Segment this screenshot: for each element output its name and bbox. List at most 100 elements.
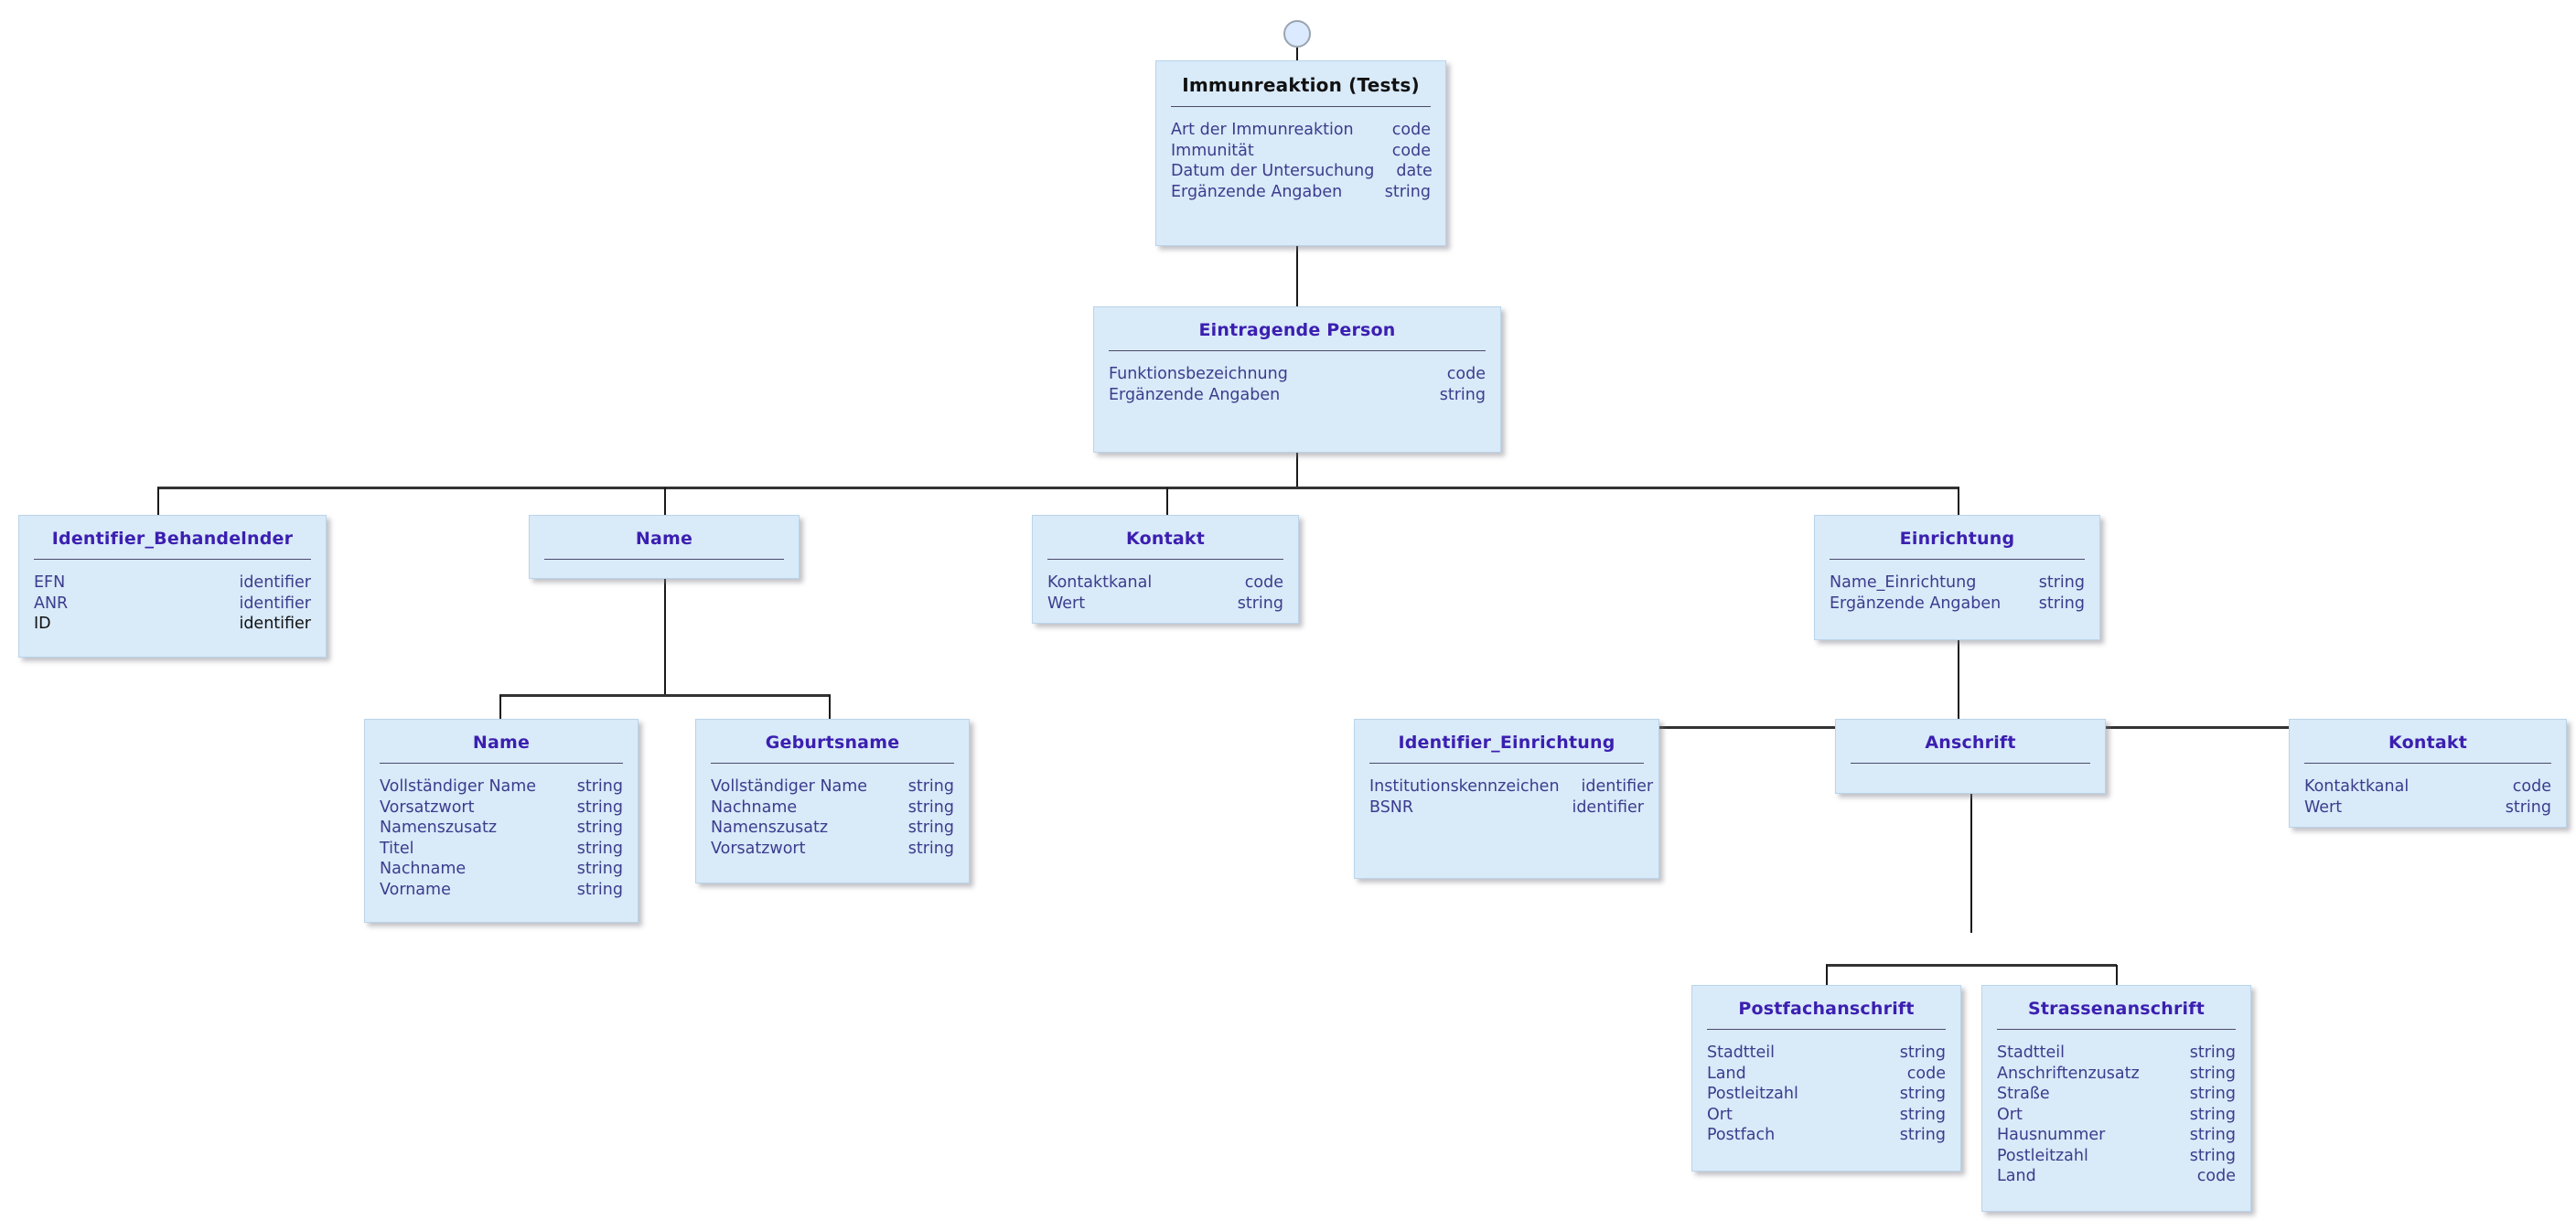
attribute-row: Ergänzende Angaben string (1109, 385, 1486, 406)
connector-drop-identifier-behandelnder (157, 487, 159, 517)
entity-node-name-parent[interactable]: Name (529, 515, 800, 579)
attribute-type: string (2189, 1126, 2236, 1144)
entity-title-postfachanschrift: Postfachanschrift (1738, 999, 1915, 1019)
attribute-name: Datum der Untersuchung (1171, 162, 1375, 180)
entity-title-name-child: Name (472, 733, 531, 753)
attribute-row: Postfach string (1707, 1125, 1946, 1146)
entity-title-einrichtung: Einrichtung (1899, 529, 2015, 549)
entity-node-identifier-behandelnder[interactable]: Identifier_Behandelnder EFN identifier A… (18, 515, 327, 658)
entity-node-immunreaktion[interactable]: Immunreaktion (Tests) Art der Immunreakt… (1155, 60, 1446, 246)
attribute-row: Ort string (1997, 1105, 2236, 1126)
attribute-type: string (2189, 1064, 2236, 1083)
attribute-type: string (907, 839, 954, 858)
attribute-type: string (1899, 1105, 1946, 1124)
entity-node-geburtsname[interactable]: Geburtsname Vollständiger Name string Na… (695, 719, 970, 883)
attribute-row: Ergänzende Angaben string (1830, 594, 2085, 615)
entity-title-divider (2304, 763, 2551, 764)
attribute-name: Vollständiger Name (380, 777, 537, 796)
attribute-row: Hausnummer string (1997, 1125, 2236, 1146)
attribute-row: Postleitzahl string (1997, 1146, 2236, 1167)
entity-title-identifier-einrichtung: Identifier_Einrichtung (1398, 733, 1615, 753)
entity-node-identifier-einrichtung[interactable]: Identifier_Einrichtung Institutionskennz… (1354, 719, 1659, 879)
entity-title-divider (380, 763, 623, 764)
entity-node-strassenanschrift[interactable]: Strassenanschrift Stadtteil string Ansch… (1981, 985, 2251, 1212)
attribute-name: Vorsatzwort (711, 839, 806, 858)
entity-title-divider (1830, 559, 2085, 560)
attribute-type: string (2505, 797, 2551, 817)
attribute-name: Land (1997, 1167, 2036, 1185)
attribute-row: Stadtteil string (1707, 1043, 1946, 1064)
connector-drop-strassenanschrift (2116, 965, 2118, 985)
entity-node-einrichtung[interactable]: Einrichtung Name_Einrichtung string Ergä… (1814, 515, 2100, 640)
attribute-type: string (576, 839, 623, 858)
entity-title-divider (544, 559, 784, 560)
entity-node-kontakt-einrichtung[interactable]: Kontakt Kontaktkanal code Wert string (2289, 719, 2567, 828)
attribute-row: Kontaktkanal code (1047, 573, 1283, 594)
entity-attributes-postfachanschrift: Stadtteil string Land code Postleitzahl … (1692, 1030, 1960, 1155)
attribute-type: identifier (239, 594, 311, 613)
attribute-name: Namenszusatz (711, 819, 829, 837)
attribute-type: string (576, 819, 623, 837)
entity-attributes-name-child: Vollständiger Name string Vorsatzwort st… (365, 764, 638, 909)
attribute-row: Vorsatzwort string (711, 839, 954, 860)
entity-title-divider (711, 763, 954, 764)
connector-drop-geburtsname (829, 695, 831, 720)
attribute-type: string (1899, 1085, 1946, 1103)
connector-nameparent-to-bus (664, 578, 666, 695)
attribute-name: BSNR (1369, 797, 1414, 817)
entity-attributes-kontakt-einrichtung: Kontaktkanal code Wert string (2290, 764, 2566, 827)
attribute-name: Namenszusatz (380, 819, 498, 837)
connector-drop-einrichtung (1958, 487, 1959, 517)
attribute-name: Vorname (380, 880, 451, 899)
connector-drop-name-parent (664, 487, 666, 517)
attribute-type: string (2038, 573, 2085, 592)
entity-title-kontakt-person: Kontakt (1126, 529, 1205, 549)
attribute-row: Vorsatzwort string (380, 797, 623, 819)
entity-attributes-identifier-behandelnder: EFN identifier ANR identifier ID identif… (19, 560, 326, 644)
entity-node-eintragende-person[interactable]: Eintragende Person Funktionsbezeichnung … (1093, 306, 1501, 453)
entity-node-anschrift[interactable]: Anschrift (1835, 719, 2106, 794)
attribute-type: date (1396, 162, 1433, 180)
attribute-type: identifier (239, 615, 311, 633)
attribute-row: Vorname string (380, 880, 623, 901)
attribute-row: Funktionsbezeichnung code (1109, 364, 1486, 385)
attribute-type: string (1439, 385, 1486, 404)
attribute-name: Hausnummer (1997, 1126, 2106, 1144)
entity-node-postfachanschrift[interactable]: Postfachanschrift Stadtteil string Land … (1691, 985, 1961, 1172)
attribute-name: EFN (34, 573, 66, 592)
attribute-name: Wert (1047, 594, 1086, 613)
attribute-name: Art der Immunreaktion (1171, 121, 1354, 139)
entity-attributes-immunreaktion: Art der Immunreaktion code Immunität cod… (1156, 107, 1445, 211)
attribute-type: string (907, 819, 954, 837)
entity-title-kontakt-einrichtung: Kontakt (2388, 733, 2467, 753)
attribute-row: Wert string (2304, 797, 2551, 819)
entity-title-identifier-behandelnder: Identifier_Behandelnder (51, 529, 294, 549)
attribute-row: ID identifier (34, 614, 311, 635)
attribute-name: Land (1707, 1064, 1746, 1083)
entity-attributes-einrichtung: Name_Einrichtung string Ergänzende Angab… (1815, 560, 2099, 623)
connector-anschrift-to-bus (1970, 794, 1972, 933)
attribute-type: string (1899, 1126, 1946, 1144)
attribute-name: Vorsatzwort (380, 797, 475, 817)
root-socket-circle[interactable] (1283, 20, 1311, 48)
entity-attributes-anschrift (1836, 764, 2105, 786)
attribute-row: Vollständiger Name string (711, 776, 954, 797)
entity-title-name-parent: Name (635, 529, 693, 549)
connector-einrichtung-to-bus (1958, 640, 1959, 727)
attribute-name: Postleitzahl (1707, 1085, 1798, 1103)
attribute-name: Nachname (711, 797, 798, 817)
attribute-type: code (1906, 1064, 1946, 1083)
attribute-type: string (576, 860, 623, 878)
attribute-row: Name_Einrichtung string (1830, 573, 2085, 594)
entity-node-kontakt-person[interactable]: Kontakt Kontaktkanal code Wert string (1032, 515, 1299, 624)
attribute-name: Anschriftenzusatz (1997, 1064, 2140, 1083)
attribute-name: Ergänzende Angaben (1830, 594, 2002, 613)
attribute-type: string (2189, 1085, 2236, 1103)
entity-title-eintragende-person: Eintragende Person (1198, 320, 1396, 340)
entity-title-divider (34, 559, 311, 560)
entity-attributes-geburtsname: Vollständiger Name string Nachname strin… (696, 764, 969, 868)
entity-node-name-child[interactable]: Name Vollständiger Name string Vorsatzwo… (364, 719, 639, 923)
attribute-row: Namenszusatz string (380, 818, 623, 839)
attribute-type: identifier (1572, 797, 1644, 817)
entity-attributes-kontakt-person: Kontaktkanal code Wert string (1033, 560, 1298, 623)
